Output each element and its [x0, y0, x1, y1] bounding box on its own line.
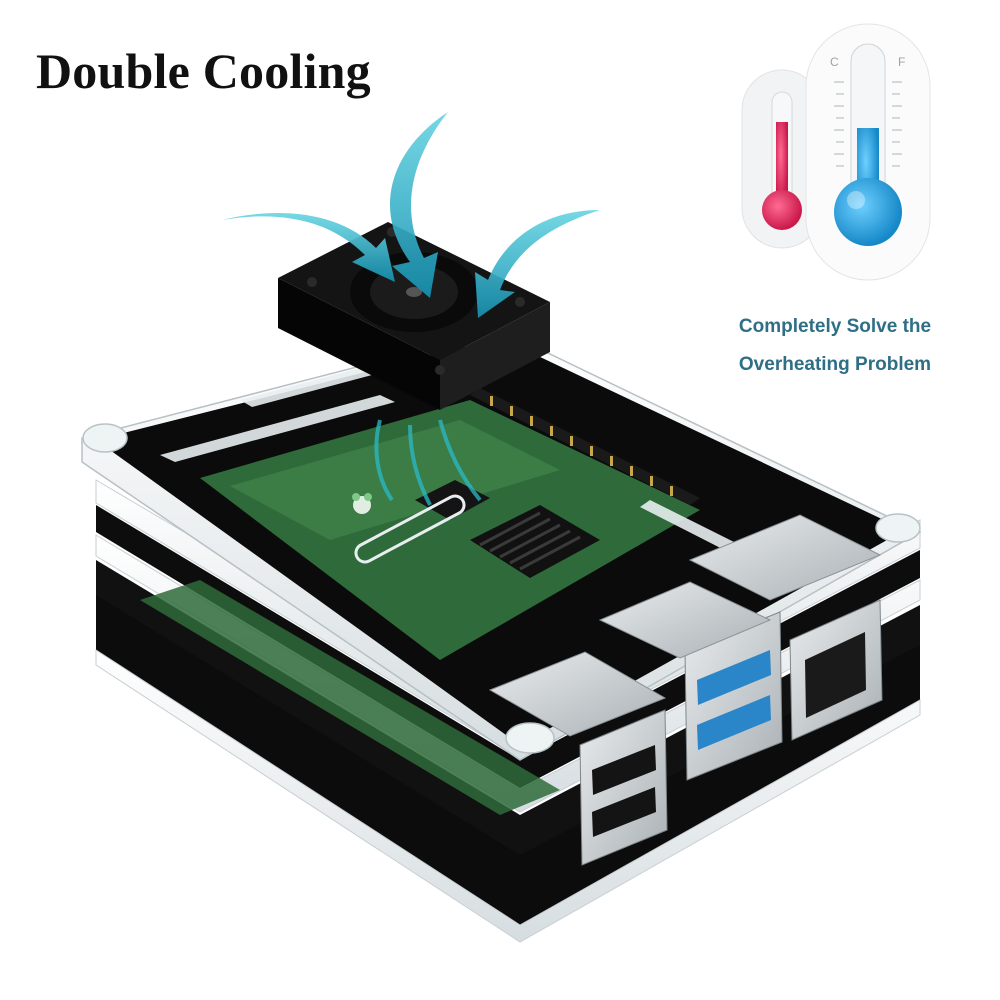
usb2-ports	[579, 709, 668, 866]
ethernet-port	[789, 599, 883, 741]
celsius-label: C	[830, 55, 839, 69]
tagline-line-2: Overheating Problem	[738, 354, 932, 375]
acrylic-case	[81, 329, 922, 943]
tagline: Completely Solve the Overheating Problem	[700, 308, 970, 384]
corner-posts	[82, 423, 921, 754]
usb2-housing	[488, 651, 667, 737]
airflow-arrow-icon	[222, 112, 600, 506]
headline: Double Cooling	[36, 43, 371, 99]
ethernet-housing	[688, 514, 882, 601]
raspberry-logo-icon	[352, 493, 372, 514]
tagline-line-1: Completely Solve the	[738, 316, 932, 337]
heatsink-large	[470, 505, 600, 578]
usb3-housing	[598, 581, 772, 659]
gpio-header	[470, 388, 700, 505]
fahrenheit-label: F	[898, 55, 905, 69]
thermometer-icon: C F	[741, 23, 931, 281]
